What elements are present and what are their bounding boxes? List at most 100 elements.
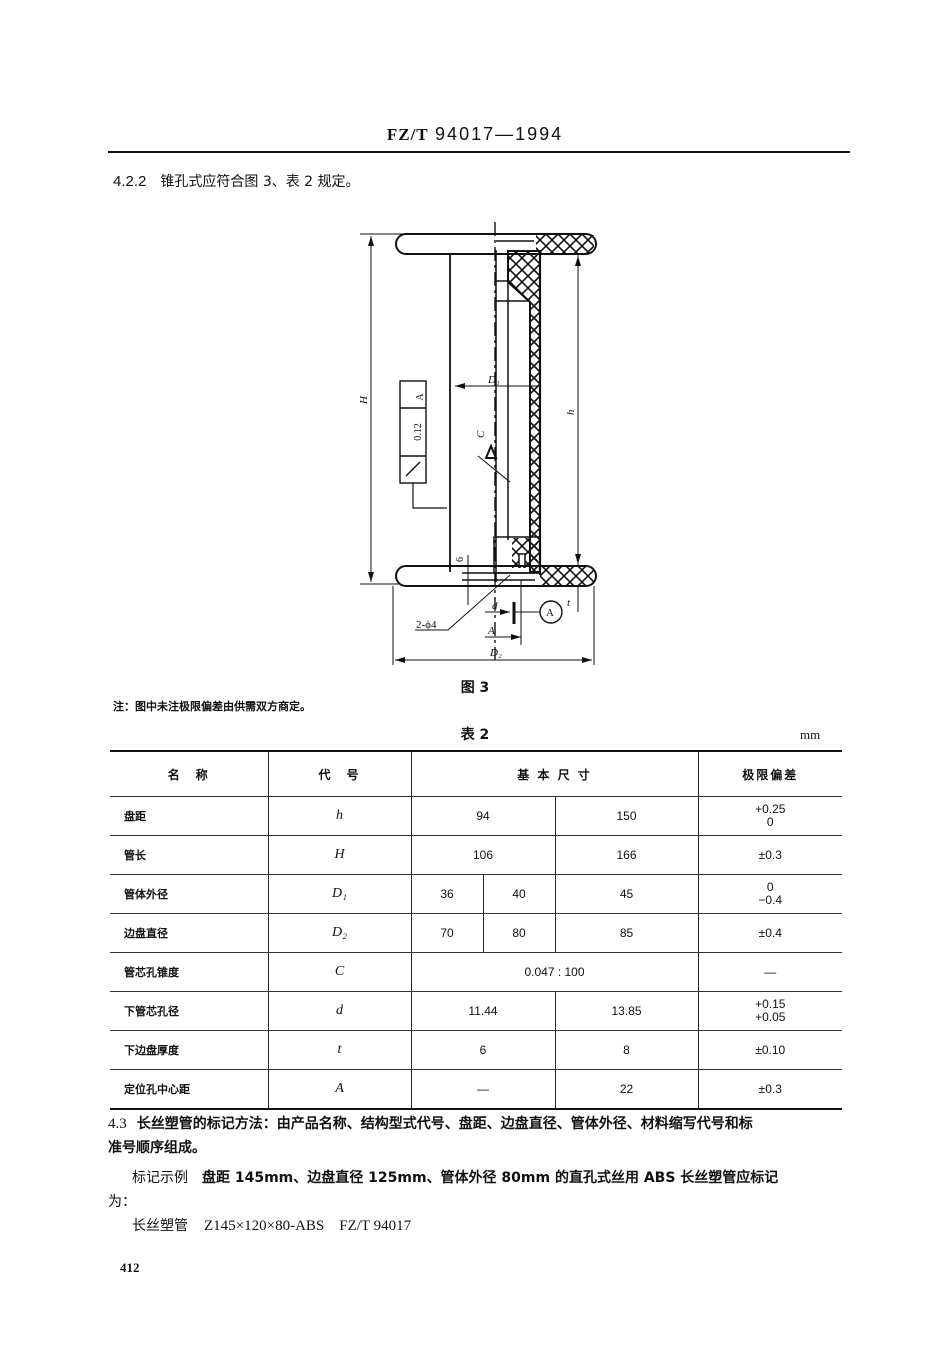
- clause-number: 4.3: [108, 1116, 127, 1132]
- row-name: 边盘直径: [110, 913, 269, 953]
- label-d: d: [492, 600, 498, 612]
- marking-example: 标记示例盘距 145mm、边盘直径 125mm、管体外径 80mm 的直孔式丝用…: [108, 1166, 850, 1214]
- row-code: H: [267, 835, 412, 875]
- header-name: 名 称: [110, 750, 269, 797]
- figure-note: 注：图中未注极限偏差由供需双方商定。: [113, 700, 311, 713]
- standard-prefix: FZ/T: [386, 125, 429, 144]
- tolerance-datum: A: [415, 393, 426, 401]
- table-title: 表 2: [460, 727, 490, 743]
- example-text: 盘距 145mm、边盘直径 125mm、管体外径 80mm 的直孔式丝用 ABS…: [202, 1170, 779, 1186]
- row-deviation: —: [697, 952, 842, 992]
- row-deviation: ±0.4: [697, 913, 842, 953]
- label-D1: D₁: [487, 374, 500, 386]
- table-row: 下管芯孔径 d 11.44 13.85 +0.15+0.05: [110, 991, 842, 1031]
- row-deviation: 0−0.4: [697, 874, 842, 914]
- label-D2: D₂: [489, 647, 502, 659]
- row-code: C: [267, 952, 412, 992]
- clause-text: 锥孔式应符合图 3、表 2 规定。: [160, 174, 360, 190]
- marking-example-line-1: 标记示例盘距 145mm、边盘直径 125mm、管体外径 80mm 的直孔式丝用…: [108, 1166, 850, 1190]
- row-deviation: +0.15+0.05: [697, 991, 842, 1031]
- row-value-1b: 40: [482, 874, 556, 914]
- table-row: 下边盘厚度 t 6 8 ±0.10: [110, 1030, 842, 1070]
- standard-header: FZ/T 94017—1994: [0, 124, 950, 145]
- row-value-1: 106: [410, 835, 556, 875]
- header-deviation: 极限偏差: [697, 750, 842, 797]
- row-value-1: 94: [410, 796, 556, 836]
- label-6: 6: [455, 557, 466, 562]
- label-A-dim: A: [487, 625, 495, 637]
- marking-code: Z145×120×80-ABS FZ/T 94017: [204, 1218, 412, 1234]
- row-name: 盘距: [110, 796, 269, 836]
- label-C: C: [475, 430, 487, 438]
- row-name: 管芯孔锥度: [110, 952, 269, 992]
- figure-3-drawing: H h D₁ C A 0.12 6 2-ϕ4 d A A t D₂: [358, 222, 597, 665]
- standard-number: 94017—1994: [435, 124, 564, 144]
- row-name: 下边盘厚度: [110, 1030, 269, 1070]
- header-divider: [108, 151, 850, 153]
- deviation-lower: −0.4: [758, 893, 783, 907]
- row-name: 管长: [110, 835, 269, 875]
- row-name: 管体外径: [110, 874, 269, 914]
- table-unit: mm: [800, 727, 821, 742]
- page-number: 412: [120, 1260, 140, 1275]
- row-code: D₁: [267, 874, 412, 914]
- clause-4-3-line-1: 4.3 长丝塑管的标记方法：由产品名称、结构型式代号、盘距、边盘直径、管体外径、材…: [108, 1112, 850, 1136]
- row-code: h: [267, 796, 412, 836]
- row-value-1: 6: [410, 1030, 556, 1070]
- deviation-upper: +0.25: [755, 802, 786, 816]
- marking-name: 长丝塑管: [132, 1218, 188, 1234]
- clause-4-3-line-2: 准号顺序组成。: [108, 1140, 206, 1156]
- clause-text: 长丝塑管的标记方法：由产品名称、结构型式代号、盘距、边盘直径、管体外径、材料缩写…: [136, 1116, 753, 1132]
- label-H: H: [358, 395, 370, 405]
- row-value-2: 85: [554, 913, 699, 953]
- row-value-1a: 36: [410, 874, 484, 914]
- header-basic-size: 基 本 尺 寸: [410, 750, 699, 797]
- clause-number: 4.2.2: [113, 173, 147, 190]
- row-deviation: ±0.10: [697, 1030, 842, 1070]
- table-row: 管长 H 106 166 ±0.3: [110, 835, 842, 875]
- row-value: 0.047 : 100: [410, 952, 699, 992]
- header-code: 代 号: [267, 750, 412, 797]
- row-value-2: 22: [554, 1069, 699, 1110]
- row-value-1b: 80: [482, 913, 556, 953]
- deviation-upper: +0.15: [755, 997, 786, 1011]
- label-t: t: [567, 597, 571, 609]
- deviation-lower: +0.05: [755, 1010, 786, 1024]
- marking-code-line: 长丝塑管 Z145×120×80-ABS FZ/T 94017: [108, 1214, 411, 1238]
- row-name: 定位孔中心距: [110, 1069, 269, 1110]
- label-h: h: [565, 409, 577, 415]
- deviation-upper: 0: [766, 880, 774, 894]
- row-value-1a: 70: [410, 913, 484, 953]
- table-row: 管体外径 D₁ 36 40 45 0−0.4: [110, 874, 842, 914]
- clause-4-3: 4.3 长丝塑管的标记方法：由产品名称、结构型式代号、盘距、边盘直径、管体外径、材…: [108, 1112, 850, 1160]
- table-row: 边盘直径 D₂ 70 80 85 ±0.4: [110, 913, 842, 953]
- row-code: t: [267, 1030, 412, 1070]
- row-value-1: 11.44: [410, 991, 556, 1031]
- table-header-row: 名 称 代 号 基 本 尺 寸 极限偏差: [110, 750, 842, 797]
- table-row: 定位孔中心距 A — 22 ±0.3: [110, 1069, 842, 1110]
- row-value-2: 150: [554, 796, 699, 836]
- figure-caption: 图 3: [460, 680, 490, 696]
- marking-example-line-2: 为：: [108, 1194, 136, 1210]
- row-code: d: [267, 991, 412, 1031]
- datum-A-symbol: A: [546, 607, 554, 619]
- example-label: 标记示例: [132, 1170, 188, 1186]
- tolerance-value: 0.12: [413, 423, 424, 441]
- row-name: 下管芯孔径: [110, 991, 269, 1031]
- clause-4-2-2: 4.2.2 锥孔式应符合图 3、表 2 规定。: [113, 171, 360, 191]
- row-code: D₂: [267, 913, 412, 953]
- row-code: A: [267, 1069, 412, 1110]
- table-row: 管芯孔锥度 C 0.047 : 100 —: [110, 952, 842, 992]
- row-value-2: 166: [554, 835, 699, 875]
- row-deviation: ±0.3: [697, 835, 842, 875]
- row-deviation: ±0.3: [697, 1069, 842, 1110]
- row-value-2: 13.85: [554, 991, 699, 1031]
- label-holes: 2-ϕ4: [416, 619, 437, 631]
- deviation-lower: 0: [766, 815, 774, 829]
- row-value-2: 8: [554, 1030, 699, 1070]
- row-value-1: —: [410, 1069, 556, 1110]
- row-value-2: 45: [554, 874, 699, 914]
